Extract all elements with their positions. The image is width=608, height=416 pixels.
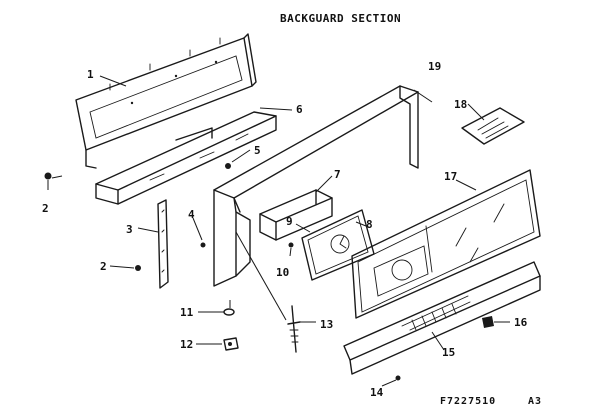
page-code: A3 [528, 396, 542, 407]
fastener-14-screw [395, 375, 401, 381]
callouts: 1 2 2 3 4 5 6 7 8 9 10 11 12 13 14 15 16… [42, 60, 528, 399]
part-end-cap [213, 189, 251, 287]
part-7-clock-housing [259, 189, 333, 241]
callout-1: 1 [87, 68, 94, 81]
callout-2a: 2 [42, 202, 49, 215]
fastener-13-bolt [287, 305, 301, 353]
callout-6: 6 [296, 103, 303, 116]
callout-3: 3 [126, 223, 133, 236]
callout-13: 13 [320, 318, 333, 331]
fastener-5-screw [225, 163, 231, 169]
part-15-control-panel [343, 261, 541, 375]
diagram-title: BACKGUARD SECTION [280, 12, 401, 25]
fastener-2b-screw [135, 265, 141, 271]
fastener-11-nut [223, 308, 235, 316]
callout-15: 15 [442, 346, 455, 359]
part-1-rear-panel [75, 33, 257, 169]
part-3-trim-strip [157, 199, 169, 289]
callout-10: 10 [276, 266, 289, 279]
callout-5: 5 [254, 144, 261, 157]
fastener-12-bracket [223, 337, 239, 351]
callout-2b: 2 [100, 260, 107, 273]
part-18-data-plate [461, 107, 525, 145]
callout-9: 9 [286, 215, 293, 228]
callout-18: 18 [454, 98, 467, 111]
callout-4: 4 [188, 208, 195, 221]
callout-16: 16 [514, 316, 528, 329]
callout-14: 14 [370, 386, 384, 399]
fastener-2a-screw [44, 172, 52, 190]
part-6-bracket [95, 111, 277, 205]
callout-19: 19 [428, 60, 441, 73]
callout-8: 8 [366, 218, 373, 231]
callout-11: 11 [180, 306, 194, 319]
part-number: F7227510 [440, 396, 496, 407]
leader-lines [51, 75, 510, 387]
callout-12: 12 [180, 338, 193, 351]
fastener-10-screw [288, 242, 294, 248]
fastener-16-knob [482, 316, 494, 328]
part-8-clock [301, 209, 375, 281]
fastener-4-screw [200, 242, 206, 248]
part-17-glass-panel [351, 169, 541, 319]
callout-17: 17 [444, 170, 457, 183]
callout-7: 7 [334, 168, 341, 181]
